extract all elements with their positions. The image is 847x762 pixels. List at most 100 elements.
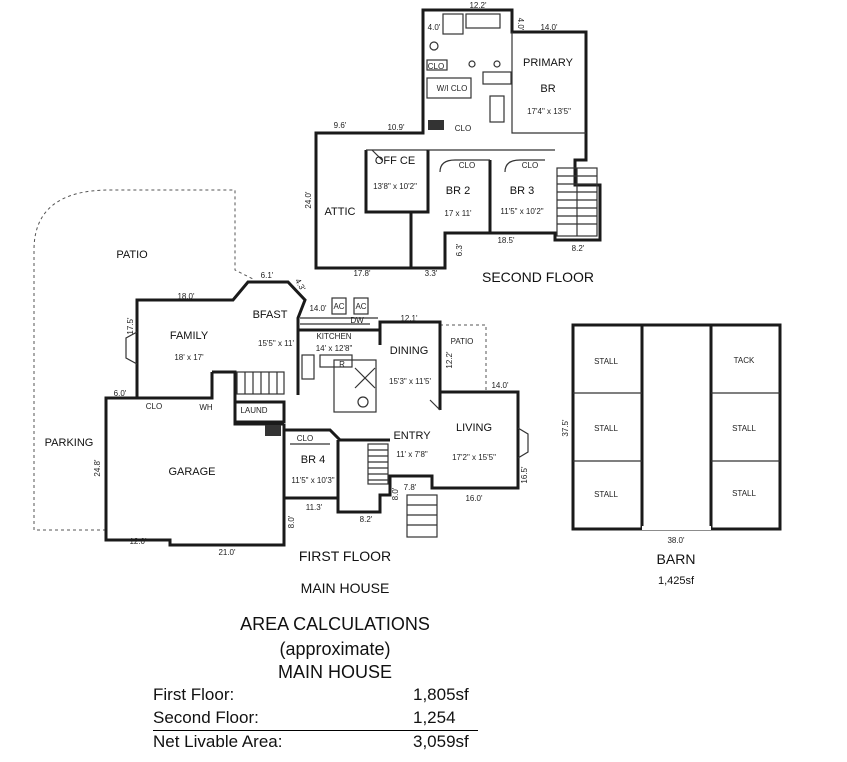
room-label-dining: DINING [390, 345, 429, 357]
vanity-icon [482, 71, 512, 85]
hvac-unit-icon [265, 425, 281, 436]
dimension-label: 6.0' [114, 389, 127, 398]
dimension-label: 11.3' [306, 503, 323, 512]
dimension-label: 18.5' [497, 236, 515, 245]
fireplace-icon [517, 427, 529, 459]
second-floor-stairs [556, 167, 598, 237]
area-row-second-floor: Second Floor: 1,254 [153, 708, 478, 731]
room-dims-living: 17'2" x 15'5" [452, 453, 496, 462]
area-row-value: 3,059sf [413, 732, 469, 751]
dimension-label: 7.8' [404, 483, 417, 492]
first-floor-title: FIRST FLOOR [299, 548, 391, 564]
fireplace-icon [125, 331, 138, 365]
room-label-patio: PATIO [116, 249, 148, 261]
entry-stairs [367, 443, 389, 485]
first-floor-outline [104, 280, 520, 547]
dimension-label: 17.5' [126, 317, 135, 335]
range-icon [301, 354, 315, 380]
dimension-label: 12.1' [400, 314, 418, 323]
hvac-unit-icon [428, 120, 444, 130]
area-heading: MAIN HOUSE [277, 662, 392, 682]
bathtub-icon [465, 13, 501, 29]
room-dims-br4: 11'5" x 10'3" [291, 476, 334, 485]
room-label-br2: BR 2 [446, 185, 470, 197]
barn-plan: STALL STALL STALL TACK STALL STALL 37.5'… [561, 323, 782, 587]
barn-stall-label: STALL [732, 489, 756, 498]
barn-stall-label: STALL [594, 357, 618, 366]
dimension-label: 17.8' [353, 269, 371, 278]
closet-label: CLO [297, 434, 313, 443]
room-label-laundry: LAUND [240, 406, 267, 415]
room-dims-bfast: 15'5" x 11' [258, 339, 294, 348]
first-floor-plan: PATIO FAMILY 18' x 17' BFAST 15'5" x 11'… [33, 189, 529, 596]
barn-stall-label: STALL [732, 424, 756, 433]
dimension-label: 4.0' [428, 23, 441, 32]
dimension-label: 12.2' [445, 351, 454, 369]
dimension-label: 24.0' [304, 191, 313, 209]
room-label-attic: ATTIC [325, 206, 356, 218]
dimension-label: 8.2' [360, 515, 373, 524]
dimension-label: 8.0' [287, 515, 296, 528]
dimension-label: 38.0' [667, 536, 685, 545]
dimension-label: 14.0' [540, 23, 558, 32]
room-label-bfast: BFAST [253, 309, 288, 321]
area-title: AREA CALCULATIONS [240, 614, 430, 634]
br4-walls [284, 428, 390, 442]
dimension-label: 12.0' [129, 537, 147, 546]
closet-label: CLO [455, 124, 471, 133]
dimension-label: 9.6' [334, 121, 347, 130]
area-subtitle: (approximate) [279, 639, 391, 659]
area-row-value: 1,805sf [413, 685, 469, 704]
area-row-label: First Floor: [153, 685, 235, 704]
shower-icon [442, 13, 464, 35]
room-label-parking: PARKING [45, 437, 94, 449]
dimension-label: 37.5' [561, 419, 570, 437]
room-dims-office: 13'8" x 10'2" [373, 182, 417, 191]
kitchen-island [319, 354, 353, 368]
dimension-label: 21.0' [218, 548, 236, 557]
dimension-label: 3.3' [425, 269, 438, 278]
area-row-label: Second Floor: [153, 708, 259, 727]
dimension-label: 16.0' [465, 494, 483, 503]
ac-label: AC [333, 302, 344, 311]
room-label-wic: W/I CLO [437, 84, 468, 93]
room-dims-br2: 17 x 11' [444, 209, 472, 218]
room-dims-entry: 11' x 7'8" [396, 450, 428, 459]
dimension-label: 6.3' [455, 243, 464, 256]
closet-label: CLO [459, 161, 475, 170]
patio-outline [33, 189, 256, 531]
dishwasher-label: DW [350, 316, 364, 325]
dimension-label: 8.0' [391, 487, 400, 500]
area-row-first-floor: First Floor: 1,805sf [153, 685, 478, 707]
main-house-label: MAIN HOUSE [301, 580, 390, 596]
second-floor-title: SECOND FLOOR [482, 269, 594, 285]
room-dims-dining: 15'3" x 11'5' [389, 377, 431, 386]
room-label-br4: BR 4 [301, 454, 325, 466]
dimension-label: 12.2' [469, 1, 487, 10]
barn-stall-label: STALL [594, 490, 618, 499]
room-label-kitchen: KITCHEN [316, 332, 351, 341]
dimension-label: 24.8' [93, 459, 102, 477]
room-label-br3: BR 3 [510, 185, 534, 197]
second-floor-plan: PRIMARY BR 17'4" x 13'5" W/I CLO CLO CLO… [304, 1, 602, 285]
front-steps [406, 494, 438, 538]
barn-title: BARN [657, 551, 696, 567]
room-dims-family: 18' x 17' [174, 353, 204, 362]
room-label-primary-br: BR [540, 83, 555, 95]
room-dims-br3: 11'5" x 10'2" [500, 207, 543, 216]
dimension-label: 18.0' [177, 292, 195, 301]
room-label-living: LIVING [456, 422, 492, 434]
room-label-entry: ENTRY [393, 430, 431, 442]
toilet-icon [357, 396, 369, 408]
dimension-label: 14.0' [491, 381, 509, 390]
area-row-net-livable: Net Livable Area: 3,059sf [153, 732, 478, 754]
room-label-garage: GARAGE [168, 466, 215, 478]
first-floor-stairs [236, 371, 285, 395]
room-dims-primary: 17'4" x 13'5" [527, 107, 571, 116]
ac-label: AC [355, 302, 366, 311]
closet-label: CLO [146, 402, 162, 411]
closet-label: CLO [522, 161, 538, 170]
room-dims-kitchen: 14' x 12'8" [316, 344, 353, 353]
barn-area: 1,425sf [658, 575, 695, 587]
